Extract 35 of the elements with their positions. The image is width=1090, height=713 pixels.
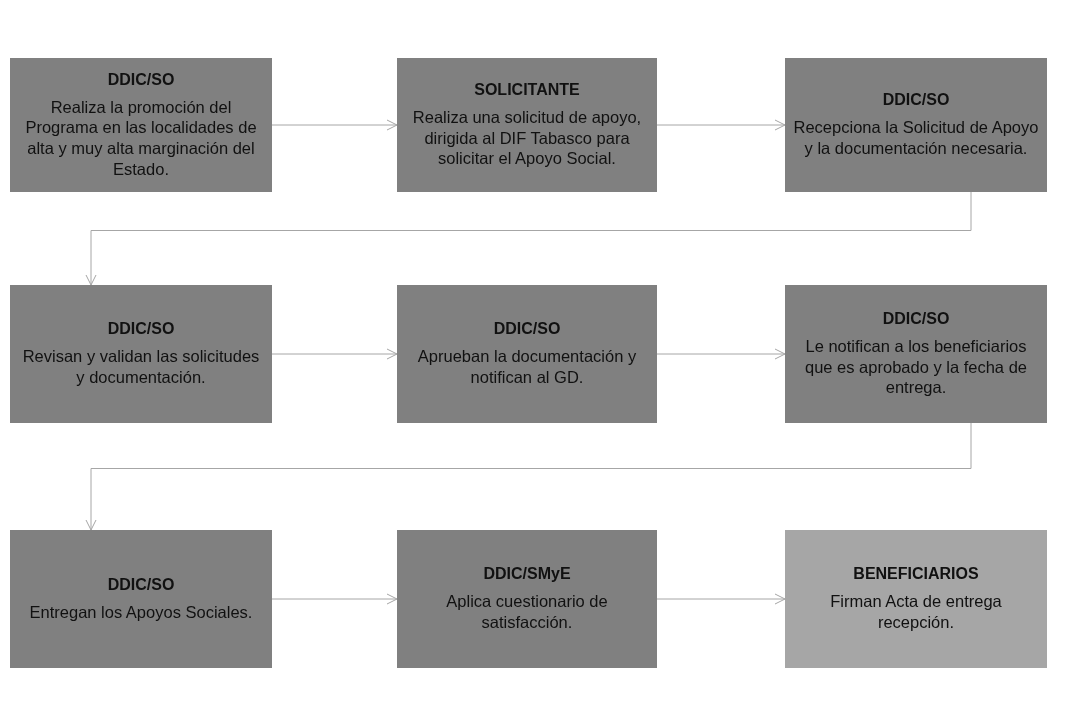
step-description: Realiza una solicitud de apoyo, dirigida al DIF Tabasco para solicitar el Apoyo Social. (411, 107, 643, 169)
step-description: Recepciona la Solicitud de Apoyo y la documentación necesaria. (793, 117, 1039, 159)
process-box (10, 285, 272, 423)
step-description: Firman Acta de entrega recepción. (829, 591, 1003, 633)
step-description: Le notifican a los beneficiarios que es aprobado y la fecha de entrega. (804, 336, 1028, 398)
role-heading: DDIC/SO (107, 320, 175, 339)
role-heading: DDIC/SO (107, 575, 175, 594)
process-box (785, 285, 1047, 423)
process-box (10, 530, 272, 668)
role-heading: DDIC/SO (107, 70, 175, 89)
arrow (85, 191, 972, 286)
role-heading: BENEFICIARIOS (853, 565, 979, 584)
role-heading: DDIC/SO (493, 320, 561, 339)
role-heading: DDIC/SMyE (483, 565, 571, 584)
process-box (397, 530, 657, 668)
arrow (656, 119, 786, 131)
arrow (271, 593, 398, 605)
process-box (397, 285, 657, 423)
role-heading: DDIC/SO (882, 91, 950, 110)
arrow (271, 119, 398, 131)
step-description: Entregan los Apoyos Sociales. (29, 601, 253, 623)
step-description: Realiza la promoción del Programa en las localidades de alta y muy alta marginación del Estado. (24, 96, 258, 180)
process-box (785, 530, 1047, 668)
step-description: Aplica cuestionario de satisfacción. (445, 591, 609, 633)
arrow (656, 593, 786, 605)
arrow (271, 348, 398, 360)
process-box (10, 58, 272, 192)
arrow (85, 422, 972, 531)
process-box (785, 58, 1047, 192)
step-description: Revisan y validan las solicitudes y documentación. (21, 346, 261, 388)
role-heading: SOLICITANTE (474, 81, 580, 100)
process-box (397, 58, 657, 192)
role-heading: DDIC/SO (882, 310, 950, 329)
arrow (656, 348, 786, 360)
step-description: Aprueban la documentación y notifican al GD. (416, 346, 638, 388)
